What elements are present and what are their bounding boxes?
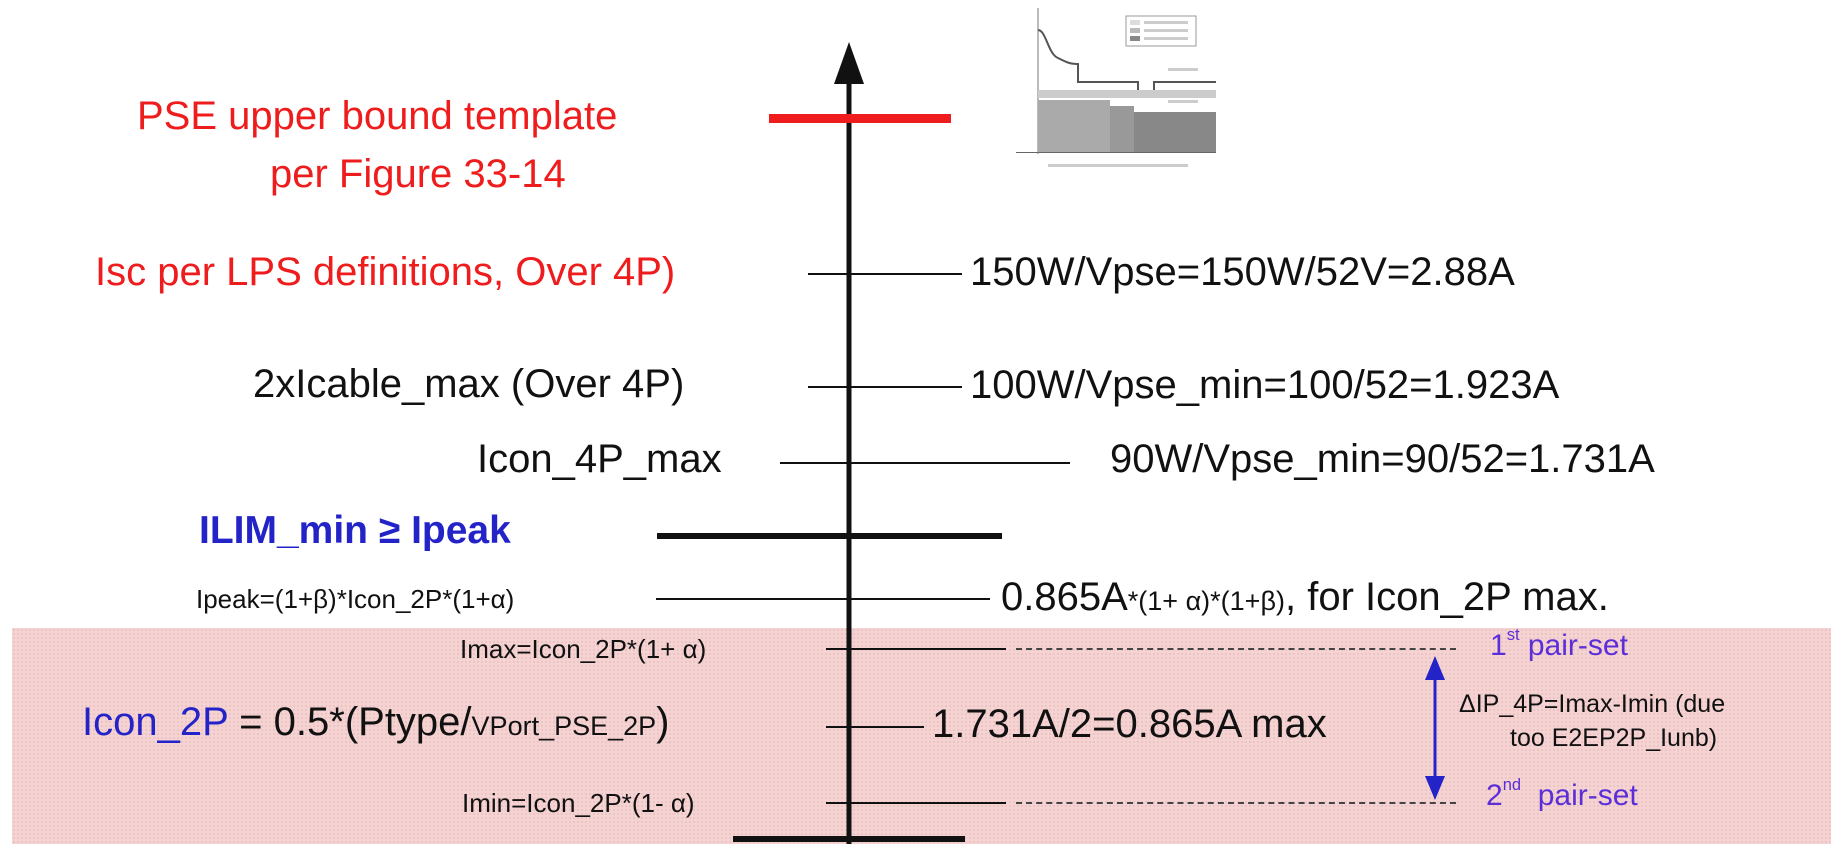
delta-ip-label-line2: too E2EP2P_Iunb): [1510, 724, 1718, 752]
second-pair-set-text: pair-set: [1521, 778, 1638, 812]
ipeak-value: 0.865A*(1+ α)*(1+β), for Icon_2P max.: [1001, 575, 1609, 620]
icable-tick-line: [808, 386, 962, 388]
imin-tick-line: [826, 802, 1006, 804]
imin-label: Imin=Icon_2P*(1- α): [462, 788, 695, 818]
imax-label: Imax=Icon_2P*(1+ α): [460, 634, 707, 664]
delta-arrow-down-head: [1425, 776, 1445, 800]
second-pair-set-ordinal: nd: [1502, 776, 1522, 794]
isc-lps-label: Isc per LPS definitions, Over 4P): [95, 250, 676, 294]
first-pair-set-ordinal: st: [1506, 626, 1520, 644]
figure-33-14-thumbnail: [1008, 2, 1226, 178]
imax-dashed-line: [1016, 648, 1456, 650]
first-pair-set-number: 1: [1490, 628, 1507, 662]
isc-value: 150W/Vpse=150W/52V=2.88A: [970, 250, 1515, 294]
icable-max-label: 2xIcable_max (Over 4P): [253, 362, 685, 406]
ipeak-value-current: 0.865A: [1001, 575, 1128, 619]
icon-2p-value: 1.731A/2=0.865A max: [932, 702, 1327, 746]
axis-arrowhead: [834, 42, 864, 84]
icon-2p-formula: Icon_2P = 0.5*(Ptype/VPort_PSE_2P): [82, 700, 670, 745]
ipeak-value-note: , for Icon_2P max.: [1284, 575, 1609, 619]
delta-ip-label-line1: ΔIP_4P=Imax-Imin (due: [1459, 690, 1726, 718]
axis-base-line: [733, 836, 965, 842]
delta-arrow-up-head: [1425, 656, 1445, 680]
icon-4p-value: 90W/Vpse_min=90/52=1.731A: [1110, 437, 1655, 481]
icable-value: 100W/Vpse_min=100/52=1.923A: [970, 363, 1560, 407]
second-pair-set-label: 2nd pair-set: [1486, 776, 1638, 813]
second-pair-set-number: 2: [1486, 778, 1503, 812]
ilim-min-tick-line: [657, 533, 1002, 539]
pse-template-label-2: per Figure 33-14: [270, 152, 566, 196]
icon-2p-vport: VPort_PSE_2P: [471, 711, 657, 741]
ipeak-label: Ipeak=(1+β)*Icon_2P*(1+α): [196, 584, 515, 614]
imin-dashed-line: [1016, 802, 1456, 804]
icon-4p-max-label: Icon_4P_max: [477, 437, 722, 481]
icon-2p-close-paren: ): [656, 700, 670, 744]
icon-2p-symbol: Icon_2P: [82, 700, 229, 744]
pse-template-label-1: PSE upper bound template: [137, 94, 618, 138]
first-pair-set-label: 1st pair-set: [1490, 626, 1628, 663]
icon-4p-tick-line: [780, 462, 1070, 464]
pair-set-shaded-region: [12, 628, 1831, 844]
pse-template-bar: [769, 114, 951, 123]
first-pair-set-text: pair-set: [1519, 628, 1628, 662]
isc-tick-line: [808, 273, 962, 275]
ipeak-value-factors: *(1+ α)*(1+β): [1127, 586, 1285, 616]
icon-2p-tick-line: [826, 726, 924, 728]
imax-tick-line: [826, 648, 1006, 650]
ipeak-tick-line: [656, 598, 990, 600]
icon-2p-formula-text: = 0.5*(Ptype/: [228, 700, 472, 744]
ilim-min-label: ILIM_min ≥ Ipeak: [199, 509, 511, 552]
